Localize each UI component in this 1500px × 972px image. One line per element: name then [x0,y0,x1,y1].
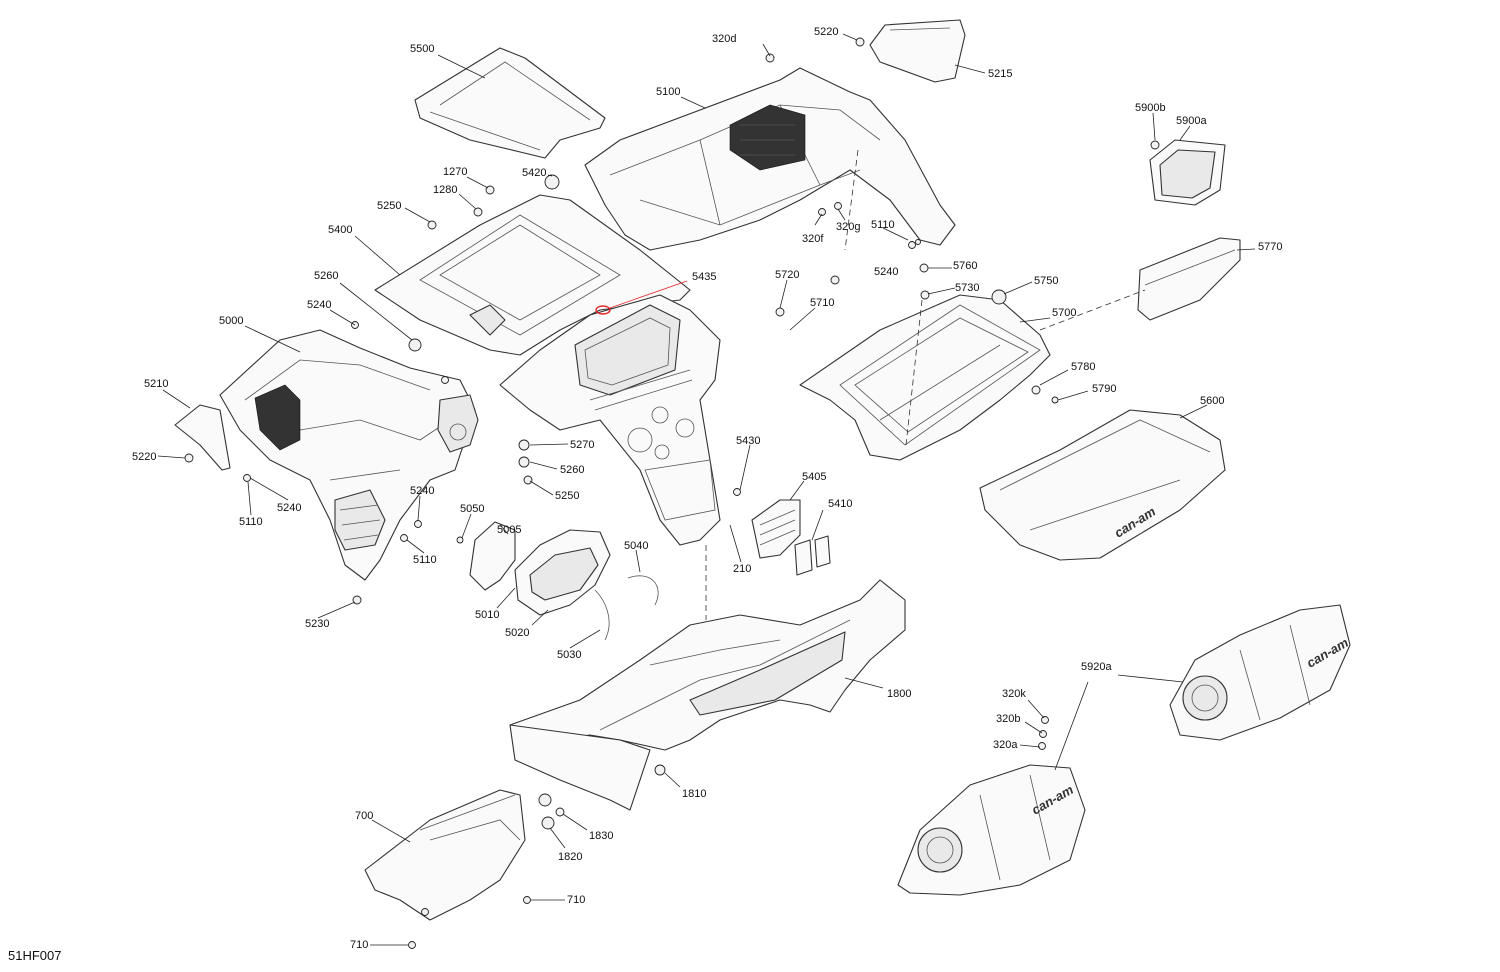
callout-1820: 1820 [558,851,582,863]
callout-labels: 5500 320d 5220 5215 5100 5900b 5900a 127… [132,26,1282,951]
part-dash-upper-panel[interactable] [584,67,956,251]
callout-5405: 5405 [802,471,826,483]
callout-5900a: 5900a [1176,115,1207,127]
part-muffler-cover-lower[interactable]: can-am [897,764,1086,896]
callout-5900b: 5900b [1135,102,1166,114]
callout-5710: 5710 [810,297,834,309]
callout-5110: 5110 [871,219,895,231]
part-top-cover[interactable] [414,47,606,159]
hardware-fasteners [184,37,1160,949]
part-muffler-cover-upper[interactable]: can-am [1169,604,1351,741]
callout-5780: 5780 [1071,361,1095,373]
callout-5400: 5400 [328,224,352,236]
callout-5250: 5250 [377,200,401,212]
callout-5750: 5750 [1034,275,1058,287]
callout-1280: 1280 [433,184,457,196]
callout-5220-left: 5220 [132,451,156,463]
callout-5040: 5040 [624,540,648,552]
callout-5240-left: 5240 [307,299,331,311]
part-side-panel-top[interactable] [869,19,966,83]
callout-1810: 1810 [682,788,706,800]
callout-5240-mid: 5240 [410,485,434,497]
part-center-console[interactable] [499,294,721,546]
callout-5920a: 5920a [1081,661,1112,673]
callout-210: 210 [733,563,751,575]
callout-5730: 5730 [955,282,979,294]
callout-5500: 5500 [410,43,434,55]
callout-5100: 5100 [656,86,680,98]
callout-5050: 5050 [460,503,484,515]
callout-5435: 5435 [692,271,716,283]
callout-5010: 5010 [475,609,499,621]
callout-5030: 5030 [557,649,581,661]
part-instrument-cluster[interactable] [514,529,611,616]
callout-5215: 5215 [988,68,1012,80]
callout-5720: 5720 [775,269,799,281]
callout-320g: 320g [836,221,860,233]
part-lower-console[interactable] [509,579,906,811]
callout-5020: 5020 [505,627,529,639]
part-air-vent[interactable] [751,499,801,559]
part-cluster-trim-rings[interactable] [594,575,659,641]
part-rear-mirror[interactable] [1149,139,1226,206]
callout-320f: 320f [802,233,824,245]
callout-320k: 320k [1002,688,1026,700]
part-lower-panel[interactable] [364,789,526,921]
callout-320b: 320b [996,713,1020,725]
callout-5700: 5700 [1052,307,1076,319]
callout-5005: 5005 [497,524,521,536]
part-cluster-bracket[interactable] [469,521,516,591]
part-dash-frame[interactable] [374,194,691,356]
callout-5110-left: 5110 [239,516,263,528]
callout-5260: 5260 [314,270,338,282]
callout-5770: 5770 [1258,241,1282,253]
callout-5260-mid: 5260 [560,464,584,476]
callout-710: 710 [567,894,585,906]
leader-lines [157,33,1256,946]
part-storage-lid[interactable]: can-am [979,409,1226,561]
callout-5000: 5000 [219,315,243,327]
part-side-cap-left[interactable] [174,404,231,471]
drawing-code: 51HF007 [8,948,61,963]
callout-5230: 5230 [305,618,329,630]
callout-320a: 320a [993,739,1018,751]
callout-5430: 5430 [736,435,760,447]
callout-5240-low: 5240 [277,502,301,514]
callout-5220: 5220 [814,26,838,38]
callout-5270: 5270 [570,439,594,451]
callout-5420: 5420 [522,167,546,179]
part-vent-blanks[interactable] [794,535,831,576]
callout-700: 700 [355,810,373,822]
callout-1830: 1830 [589,830,613,842]
callout-1800: 1800 [887,688,911,700]
part-storage-pad[interactable] [1137,237,1241,321]
callout-1270: 1270 [443,166,467,178]
callout-5600: 5600 [1200,395,1224,407]
callout-320d: 320d [712,33,736,45]
callout-5410: 5410 [828,498,852,510]
callout-5210: 5210 [144,378,168,390]
callout-5250-mid: 5250 [555,490,579,502]
callout-5760: 5760 [953,260,977,272]
callout-5240: 5240 [874,266,898,278]
part-left-dash-panel[interactable] [219,329,479,581]
assembly-lines [705,149,1146,620]
part-storage-box[interactable] [799,294,1051,461]
callout-5110-mid: 5110 [413,554,437,566]
callout-710-bottom: 710 [350,939,368,951]
callout-5790: 5790 [1092,383,1116,395]
